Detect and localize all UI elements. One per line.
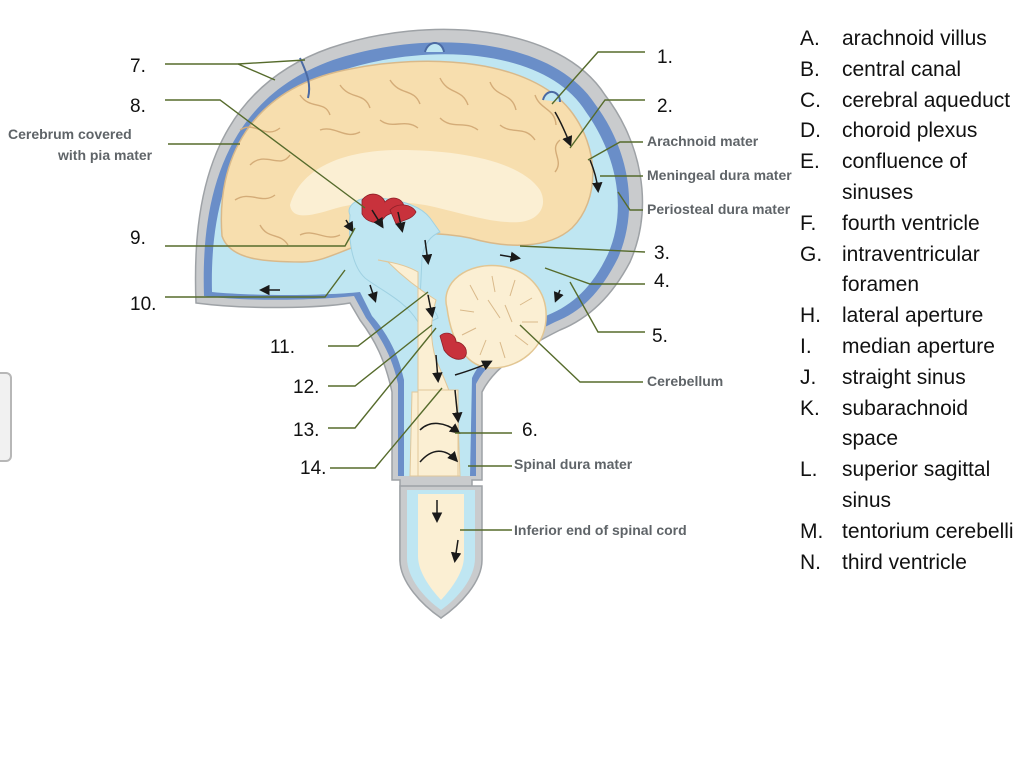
cerebellum: [445, 264, 547, 369]
number-label-8: 8.: [130, 96, 146, 117]
gyri-lines: [234, 77, 561, 246]
label-arachnoid-mater: Arachnoid mater: [647, 133, 759, 149]
structure-labels: Cerebrum covered with pia mater Arachnoi…: [8, 126, 792, 538]
label-spinal-dura: Spinal dura mater: [514, 456, 633, 472]
legend-item: J.straight sinus: [800, 365, 966, 389]
number-label-4: 4.: [654, 271, 670, 292]
number-label-3: 3.: [654, 243, 670, 264]
number-label-5: 5.: [652, 326, 668, 347]
legend-item: B.central canal: [800, 57, 962, 81]
legend-item: C.cerebral aqueduct: [800, 88, 1011, 112]
legend-item: D.choroid plexus: [800, 119, 978, 143]
leader-lines: [165, 51, 646, 531]
choroid-plexus: [361, 193, 467, 360]
label-cerebrum-line2: with pia mater: [57, 147, 153, 163]
spinal-cord: [417, 389, 459, 477]
legend-item: H.lateral aperture: [800, 304, 984, 328]
legend-item: G.intraventricular foramen: [800, 242, 980, 297]
legend-item: N.third ventricle: [800, 550, 967, 574]
window-edge-tab: [0, 372, 12, 462]
legend-item: A.arachnoid villus: [800, 27, 987, 50]
label-periosteal-dura: Periosteal dura mater: [647, 201, 791, 217]
cerebellum-folia: [459, 275, 538, 359]
label-inferior-end: Inferior end of spinal cord: [514, 522, 687, 538]
number-label-10: 10.: [130, 294, 156, 315]
csf-flow-arrows: [259, 111, 603, 563]
legend-item: I.median aperture: [800, 334, 995, 358]
label-cerebellum: Cerebellum: [647, 373, 723, 389]
legend-item: F.fourth ventricle: [800, 211, 980, 235]
number-label-1: 1.: [657, 47, 673, 68]
legend-item: K.subarachnoid space: [800, 396, 969, 451]
spinal-cord-inferior-end: [418, 494, 464, 600]
legend-item: M.tentorium cerebelli: [800, 519, 1014, 543]
legend-item: L.superior sagittal sinus: [800, 458, 991, 512]
number-label-9: 9.: [130, 228, 146, 249]
number-label-7: 7.: [130, 56, 146, 77]
label-cerebrum-line1: Cerebrum covered: [8, 126, 132, 142]
answer-key-list: A.arachnoid villus B.central canal C.cer…: [800, 24, 1022, 578]
number-label-11: 11.: [270, 337, 295, 358]
number-label-6: 6.: [522, 420, 538, 441]
number-label-13: 13.: [293, 420, 319, 441]
number-labels: 1. 2. 3. 4. 5. 6. 7. 8. 9. 10. 11. 12. 1…: [130, 47, 673, 479]
number-label-2: 2.: [657, 96, 673, 117]
legend-item: E.confluence of sinuses: [800, 150, 967, 204]
number-label-14: 14.: [300, 458, 326, 479]
label-meningeal-dura: Meningeal dura mater: [647, 167, 792, 183]
number-label-12: 12.: [293, 377, 319, 398]
